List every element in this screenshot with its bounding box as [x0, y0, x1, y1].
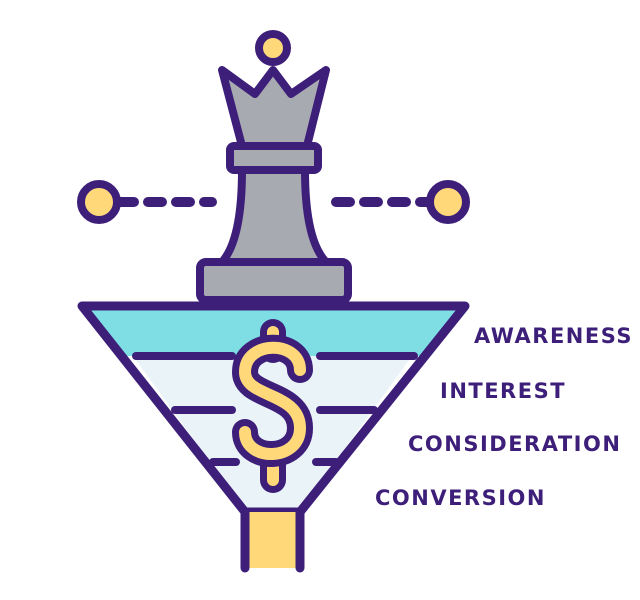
funnel-spout-fill [245, 512, 300, 568]
left-dot-icon [77, 180, 121, 224]
right-connector [331, 180, 470, 224]
right-dot-icon [426, 180, 470, 224]
left-connector [77, 180, 217, 224]
queen-base [196, 258, 352, 304]
stage-label-interest: INTEREST [440, 379, 567, 403]
dollar-icon [232, 319, 313, 493]
queen-body [218, 166, 330, 266]
funnel-lower-fill [133, 356, 412, 510]
queen-crown-orb [255, 30, 291, 66]
stage-label-conversion: CONVERSION [375, 486, 546, 510]
stage-label-consideration: CONSIDERATION [408, 432, 622, 456]
queen-crown [218, 66, 330, 150]
stage-label-awareness: AWARENESS [474, 324, 634, 348]
chess-queen-icon [196, 30, 352, 304]
